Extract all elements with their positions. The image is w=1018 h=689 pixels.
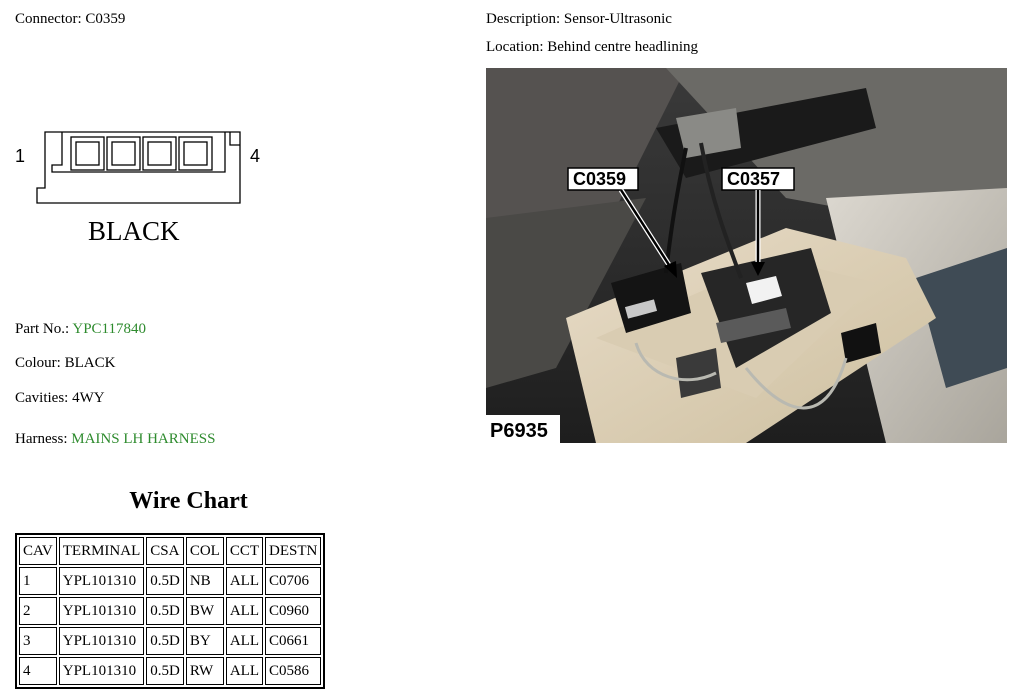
connector-face-diagram: 1 4 BLACK [15,131,260,246]
wire-chart-header-row: CAV TERMINAL CSA COL CCT DESTN [19,537,322,565]
table-row: 4 YPL101310 0.5D RW ALL C0586 [19,657,322,685]
table-row: 1 YPL101310 0.5D NB ALL C0706 [19,567,322,595]
cell-csa: 0.5D [146,597,184,625]
header-destn: DESTN [265,537,322,565]
connector-inner-shell [51,132,226,173]
harness-label: Harness: [15,431,68,447]
connector-color-label: BLACK [88,216,180,246]
cell-destn: C0586 [265,657,322,685]
cell-cct: ALL [225,567,264,595]
cell-csa: 0.5D [146,657,184,685]
cavity-1 [70,136,105,171]
connector-field: Connector: C0359 [15,11,125,28]
table-row: 3 YPL101310 0.5D BY ALL C0661 [19,627,322,655]
colour-label: Colour: [15,355,61,371]
pin-1-label: 1 [15,146,25,166]
cell-cav: 3 [19,627,57,655]
cell-col: RW [185,657,224,685]
cell-destn: C0661 [265,627,322,655]
photo-callout-c0357: C0357 [727,169,780,189]
photo-reference: P6935 [490,420,548,442]
location-field: Location: Behind centre headlining [486,39,698,56]
colour-field: Colour: BLACK [15,355,115,372]
cell-csa: 0.5D [146,627,184,655]
header-csa: CSA [146,537,184,565]
cavity-3 [142,136,177,171]
pin-4-label: 4 [250,146,260,166]
location-label: Location: [486,39,544,55]
connector-latch [229,132,240,146]
header-cct: CCT [225,537,264,565]
cell-csa: 0.5D [146,567,184,595]
cell-terminal: YPL101310 [58,597,145,625]
cavities-value: 4WY [72,390,105,406]
table-row: 2 YPL101310 0.5D BW ALL C0960 [19,597,322,625]
part-no-label: Part No.: [15,321,70,337]
connector-housing [36,131,241,204]
cell-destn: C0960 [265,597,322,625]
cell-col: BW [185,597,224,625]
cell-col: NB [185,567,224,595]
cell-terminal: YPL101310 [58,627,145,655]
location-photo-illustration: C0359 C0357 P6935 [486,68,1007,443]
wire-chart-title: Wire Chart [129,488,248,514]
header-cav: CAV [19,537,57,565]
description-label: Description: [486,11,561,27]
description-value: Sensor-Ultrasonic [563,11,672,27]
header-col: COL [185,537,224,565]
cavity-4 [178,136,213,171]
cell-terminal: YPL101310 [58,657,145,685]
cell-cav: 4 [19,657,57,685]
cell-cav: 1 [19,567,57,595]
cell-cct: ALL [225,627,264,655]
connector-value: C0359 [85,11,126,27]
cell-terminal: YPL101310 [58,567,145,595]
cell-col: BY [185,627,224,655]
cavities-field: Cavities: 4WY [15,390,105,407]
cavities-label: Cavities: [15,390,69,406]
location-photo: C0359 C0357 P6935 [486,68,1007,443]
description-field: Description: Sensor-Ultrasonic [486,11,672,28]
cell-cav: 2 [19,597,57,625]
cell-cct: ALL [225,657,264,685]
photo-callout-c0359: C0359 [573,169,626,189]
cavity-2 [106,136,141,171]
cell-cct: ALL [225,597,264,625]
header-terminal: TERMINAL [58,537,145,565]
part-no-link[interactable]: YPC117840 [72,321,146,337]
connector-label: Connector: [15,11,82,27]
cell-destn: C0706 [265,567,322,595]
colour-value: BLACK [64,355,116,371]
location-value: Behind centre headlining [547,39,699,55]
part-no-field: Part No.: YPC117840 [15,321,146,338]
harness-field: Harness: MAINS LH HARNESS [15,431,215,448]
harness-link[interactable]: MAINS LH HARNESS [71,431,216,447]
wire-chart-table: CAV TERMINAL CSA COL CCT DESTN 1 YPL1013… [15,533,326,689]
